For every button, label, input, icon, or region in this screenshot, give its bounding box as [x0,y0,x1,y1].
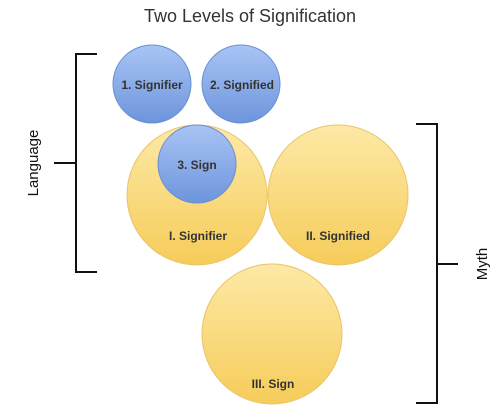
language-signified-shape [201,44,281,124]
language-label: Language [25,130,42,197]
language-signifier-circle: 1. Signifier [112,44,192,124]
language-signifier-shape [112,44,192,124]
language-sign-shape [157,124,237,204]
diagram-title: Two Levels of Signification [144,6,356,26]
language-sign-circle: 3. Sign [157,124,237,204]
myth-signified-label: II. Signified [306,229,370,243]
myth-sign-circle: III. Sign [201,263,343,405]
language-bracket [54,53,97,273]
myth-signified-shape [267,124,409,266]
myth-sign-label: III. Sign [252,377,295,391]
language-signifier-label: 1. Signifier [121,78,183,92]
myth-signified-circle: II. Signified [267,124,409,266]
myth-sign-shape [201,263,343,405]
language-signified-label: 2. Signified [210,78,274,92]
language-sign-label: 3. Sign [177,158,216,172]
myth-bracket [416,123,458,404]
myth-signifier-label: I. Signifier [169,229,227,243]
language-signified-circle: 2. Signified [201,44,281,124]
myth-label: Myth [474,248,491,281]
